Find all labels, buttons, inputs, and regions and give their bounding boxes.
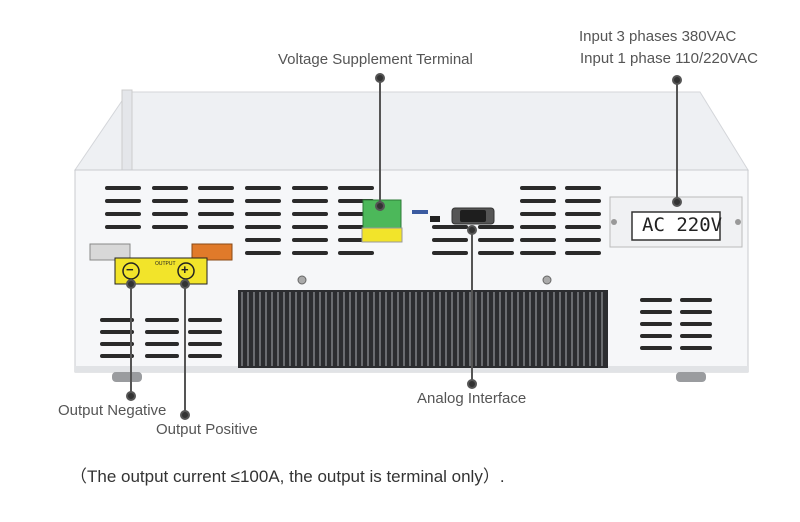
screw (611, 219, 617, 225)
vent-slot (145, 354, 179, 358)
vent-slot (152, 199, 188, 203)
output-negative-label: Output Negative (58, 402, 167, 419)
vent-slot (680, 334, 712, 338)
ac-input-label: AC 220V (642, 214, 723, 236)
vent-slot (680, 322, 712, 326)
vent-slot (292, 238, 328, 242)
screw (297, 275, 307, 285)
vent-slot (245, 212, 281, 216)
vent-slot (188, 342, 222, 346)
vent-slot (188, 330, 222, 334)
positive-symbol: + (181, 262, 189, 277)
vent-slot (640, 346, 672, 350)
vent-slot (152, 212, 188, 216)
vent-slot (105, 186, 141, 190)
vent-slot (292, 225, 328, 229)
vent-slot (520, 186, 556, 190)
positive-busbar (191, 243, 233, 261)
ventilation-slots (100, 186, 712, 358)
vent-slot (188, 354, 222, 358)
vent-slot (680, 310, 712, 314)
vent-slot (100, 330, 134, 334)
positive-terminal-icon (177, 262, 195, 280)
vent-slot (478, 251, 514, 255)
vent-slot (105, 212, 141, 216)
negative-symbol: − (126, 262, 134, 277)
device-top-panel (74, 91, 749, 171)
vent-slot (245, 199, 281, 203)
vent-slot (245, 238, 281, 242)
vent-slot (640, 298, 672, 302)
vent-slot (145, 330, 179, 334)
vent-slot (292, 199, 328, 203)
vent-slot (152, 225, 188, 229)
analog-interface-label: Analog Interface (417, 390, 527, 407)
vent-slot (680, 298, 712, 302)
vent-slot (680, 346, 712, 350)
vent-slot (292, 212, 328, 216)
voltage-supplement-label: Voltage Supplement Terminal (278, 51, 473, 68)
vent-slot (520, 238, 556, 242)
vent-slot (245, 186, 281, 190)
vent-slot (565, 225, 601, 229)
vent-slot (245, 251, 281, 255)
vent-slot (565, 238, 601, 242)
terminal-label (361, 227, 403, 243)
vent-slot (198, 199, 234, 203)
output-positive-label: Output Positive (156, 421, 258, 438)
vent-slot (198, 225, 234, 229)
vent-slot (565, 251, 601, 255)
vent-slot (520, 199, 556, 203)
db9-port (460, 210, 486, 222)
vent-slot (105, 199, 141, 203)
rack-ear (121, 89, 133, 171)
vent-slot (188, 318, 222, 322)
vent-slot (152, 186, 188, 190)
vent-slot (520, 225, 556, 229)
screw (735, 219, 741, 225)
vent-slot (105, 225, 141, 229)
vent-slot (100, 354, 134, 358)
vent-slot (100, 318, 134, 322)
vent-slot (432, 225, 468, 229)
vent-slot (565, 186, 601, 190)
vent-slot (145, 318, 179, 322)
switch (430, 216, 440, 222)
vent-slot (565, 212, 601, 216)
vent-slot (640, 310, 672, 314)
vent-slot (198, 212, 234, 216)
input-label-line2: Input 1 phase 110/220VAC (580, 50, 758, 67)
vent-slot (338, 251, 374, 255)
screw (542, 275, 552, 285)
ac-label-box (631, 211, 721, 241)
vent-slot (520, 212, 556, 216)
vent-slot (478, 225, 514, 229)
vent-slot (338, 186, 374, 190)
heatsink-fins (241, 292, 603, 366)
vent-slot (432, 238, 468, 242)
vent-slot (432, 251, 468, 255)
vent-slot (520, 251, 556, 255)
input-label-line1: Input 3 phases 380VAC (579, 28, 737, 45)
vent-slot (640, 334, 672, 338)
vent-slot (245, 225, 281, 229)
output-plate-label: OUTPUT (155, 261, 176, 267)
negative-busbar (89, 243, 131, 261)
vent-slot (565, 199, 601, 203)
device-bottom-edge (75, 366, 748, 372)
led-indicator (412, 210, 428, 214)
vent-slot (478, 238, 514, 242)
foot-right (676, 372, 706, 382)
vent-slot (145, 342, 179, 346)
vent-slot (640, 322, 672, 326)
vent-slot (198, 186, 234, 190)
foot-left (112, 372, 142, 382)
vent-slot (100, 342, 134, 346)
vent-slot (292, 186, 328, 190)
vent-slot (292, 251, 328, 255)
footnote: （The output current ≤100A, the output is… (70, 467, 505, 486)
